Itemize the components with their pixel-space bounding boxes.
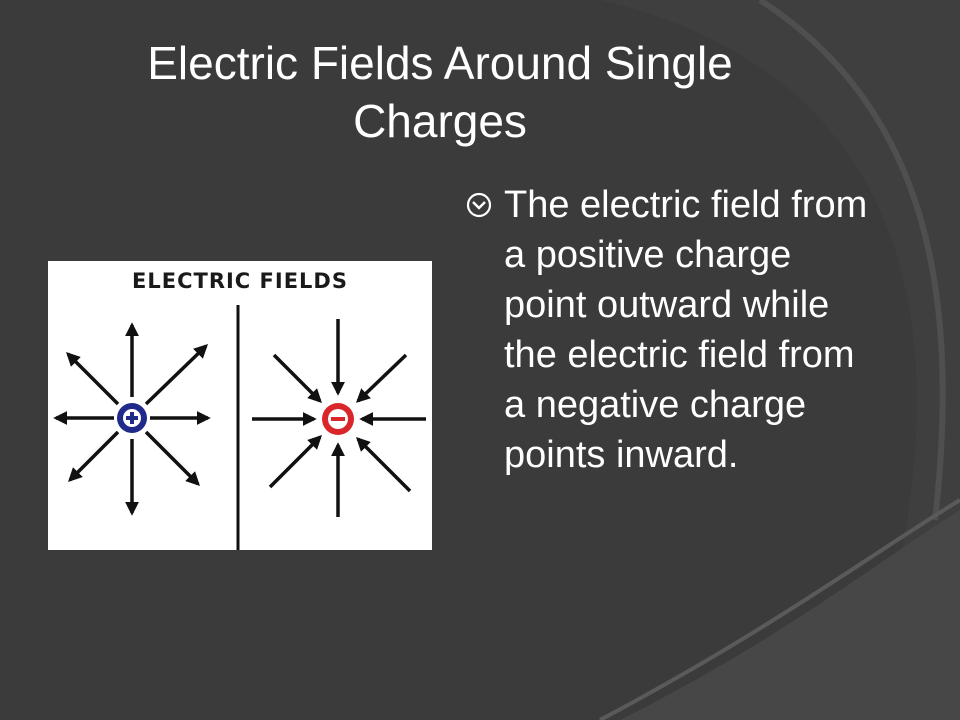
- negative-charge-icon: [322, 403, 354, 435]
- electric-fields-figure: ELECTRIC FIELDS: [48, 261, 432, 550]
- positive-field-arrows: [53, 322, 211, 516]
- positive-charge-icon: [117, 403, 147, 433]
- slide-title: Electric Fields Around Single Charges: [147, 37, 733, 147]
- figure-label: ELECTRIC FIELDS: [132, 269, 348, 293]
- bullet-item-text: The electric field from a positive charg…: [504, 184, 868, 476]
- circle-bullet-icon: [466, 192, 492, 218]
- negative-field-arrows: [252, 319, 426, 517]
